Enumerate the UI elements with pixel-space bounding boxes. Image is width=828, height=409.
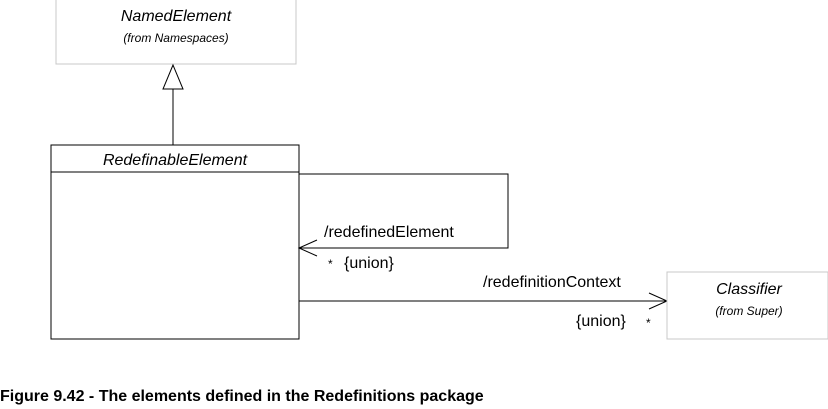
- association-redefinition-context-constraint: {union}: [576, 313, 626, 330]
- association-redefinition-context-role: /redefinitionContext: [483, 274, 621, 291]
- class-named-element-box: [55, 0, 297, 65]
- class-redefinable-element: RedefinableElement: [50, 144, 300, 340]
- association-redefinition-context: /redefinitionContext {union} *: [299, 274, 669, 330]
- class-named-element-name: NamedElement: [121, 8, 232, 25]
- generalization-arrow: [162, 63, 184, 145]
- association-redefined-element: /redefinedElement * {union}: [297, 173, 509, 272]
- class-named-element: NamedElement (from Namespaces): [55, 0, 297, 65]
- figure-caption: Figure 9.42 - The elements defined in th…: [0, 388, 484, 405]
- class-classifier-package: (from Super): [715, 304, 782, 318]
- association-redefined-element-constraint: {union}: [344, 255, 394, 272]
- class-classifier-box: [666, 271, 828, 340]
- class-redefinable-element-name: RedefinableElement: [103, 152, 248, 169]
- open-arrowhead-icon: [297, 239, 318, 257]
- generalization-triangle-icon: [162, 63, 184, 90]
- association-redefined-element-multiplicity: *: [328, 257, 333, 271]
- association-redefinition-context-multiplicity: *: [646, 316, 651, 330]
- association-redefined-element-role: /redefinedElement: [324, 224, 454, 241]
- association-redefined-element-line: [299, 173, 509, 249]
- class-classifier: Classifier (from Super): [666, 271, 828, 340]
- class-classifier-name: Classifier: [716, 281, 782, 298]
- class-redefinable-element-box: [50, 144, 300, 340]
- class-named-element-package: (from Namespaces): [123, 31, 228, 45]
